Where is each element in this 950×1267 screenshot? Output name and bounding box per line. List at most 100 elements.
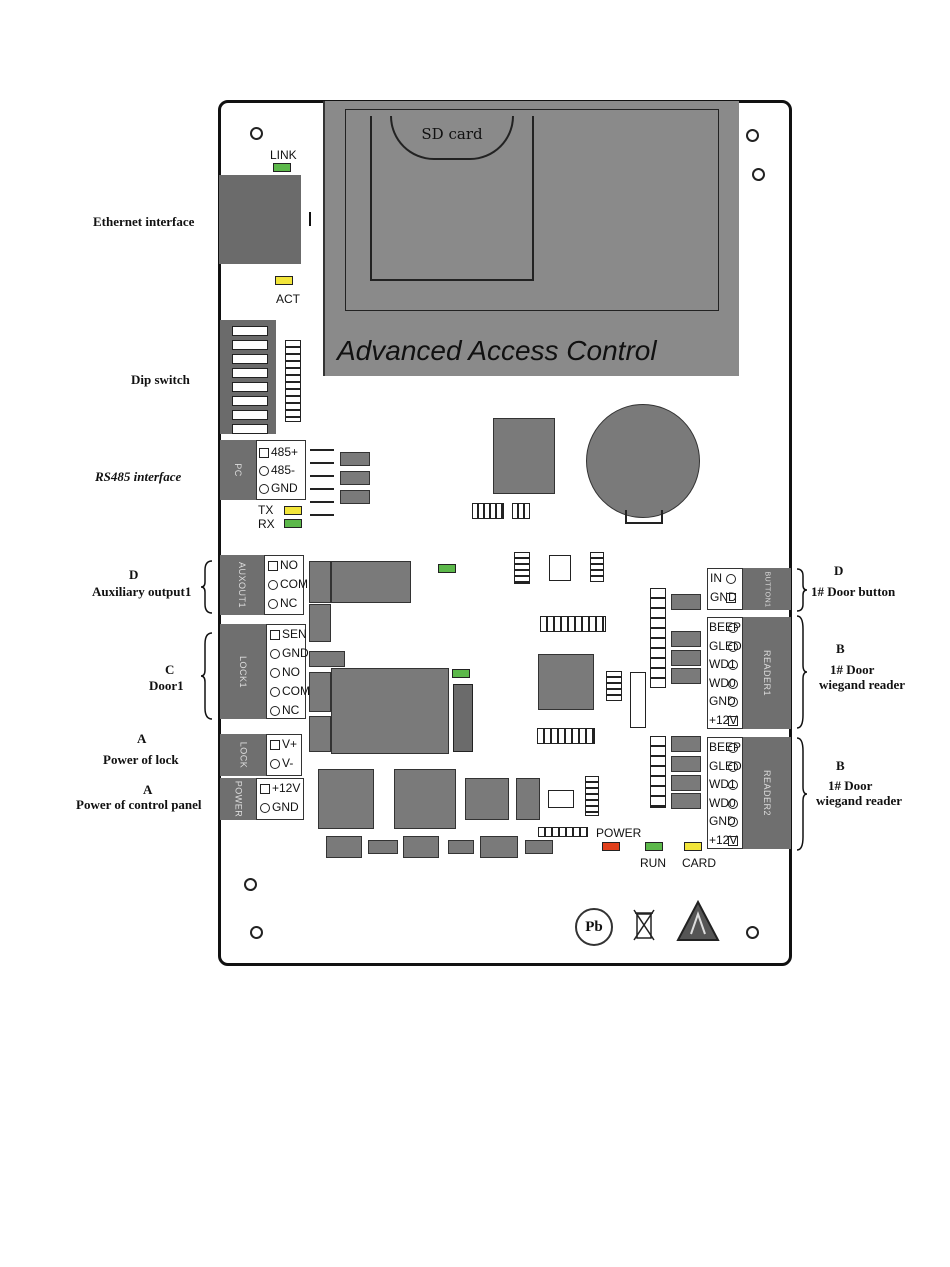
bottom-chip bbox=[525, 840, 553, 854]
mcu-chip bbox=[538, 654, 594, 710]
ethernet-tab bbox=[309, 212, 311, 226]
aux-pin-1: NO bbox=[280, 558, 298, 572]
lock1-pin-2: GND bbox=[282, 646, 309, 660]
lock1-plug: LOCK1 bbox=[220, 624, 266, 719]
sd-card-module: SD card Advanced Access Control bbox=[323, 101, 739, 376]
resistor-array bbox=[590, 552, 604, 582]
run-led-label: RUN bbox=[640, 856, 666, 870]
reader-chip bbox=[671, 775, 701, 791]
resistor-array bbox=[585, 776, 599, 816]
aux-relay bbox=[331, 561, 411, 603]
lead-free-label: Pb bbox=[585, 918, 603, 935]
reader-chip bbox=[671, 793, 701, 809]
reader2-terminal: BEEP GLED WD1 WD0 GND +12V bbox=[707, 737, 743, 849]
lock1-terminal: SEN GND NO COM NC bbox=[266, 624, 310, 719]
weee-bin-icon bbox=[633, 909, 655, 941]
bottom-chip bbox=[403, 836, 439, 858]
resistor-array bbox=[285, 340, 301, 422]
link-label: LINK bbox=[270, 148, 297, 162]
pc-pin-2: 485- bbox=[271, 463, 296, 477]
lock-pin-1: V+ bbox=[282, 737, 298, 751]
relay-block bbox=[309, 561, 331, 603]
lock-relay bbox=[331, 668, 449, 754]
dip-switch[interactable] bbox=[220, 320, 276, 434]
reader1-brace-icon bbox=[796, 615, 808, 729]
bottom-chip bbox=[448, 840, 474, 854]
resistor-array bbox=[650, 588, 666, 688]
aux-pin-3: NC bbox=[280, 596, 298, 610]
lock-led-icon bbox=[452, 669, 470, 678]
aux-callout: Auxiliary output1 bbox=[92, 584, 192, 599]
pc-pin-1: 485+ bbox=[271, 445, 299, 459]
reader-chip bbox=[671, 594, 701, 610]
bottom-chip bbox=[326, 836, 362, 858]
reader2-letter: B bbox=[836, 758, 845, 773]
lock-plug: LOCK bbox=[220, 734, 266, 776]
resistor-array bbox=[472, 503, 504, 519]
aux-terminal: NO COM NC bbox=[264, 555, 308, 615]
lock1-pin-5: NC bbox=[282, 703, 300, 717]
power-chip bbox=[516, 778, 540, 820]
aux-letter: D bbox=[129, 567, 139, 582]
rs485-chip bbox=[340, 490, 370, 504]
reader1-terminal: BEEP GLED WD1 WD0 GND +12V bbox=[707, 617, 743, 729]
reader-chip bbox=[671, 756, 701, 772]
lock1-pin-3: NO bbox=[282, 665, 300, 679]
lock1-pin-1: SEN bbox=[282, 627, 307, 641]
reader1-plug: READER1 bbox=[743, 617, 791, 729]
door-letter: C bbox=[165, 662, 175, 677]
capacitor-array bbox=[310, 438, 334, 516]
button-brace-icon bbox=[796, 568, 808, 612]
button-callout: 1# Door button bbox=[811, 584, 896, 599]
power-led-label: POWER bbox=[596, 826, 642, 840]
main-chip bbox=[493, 418, 555, 494]
esd-warning-icon bbox=[676, 900, 720, 941]
relay-block bbox=[309, 716, 331, 752]
link-led-icon bbox=[273, 163, 291, 172]
pc-pin-3: GND bbox=[271, 481, 298, 495]
resistor-array bbox=[537, 728, 595, 744]
button-plug: BUTTON1 bbox=[743, 568, 791, 610]
sd-card-frame bbox=[345, 109, 719, 311]
dip-callout: Dip switch bbox=[131, 372, 190, 387]
pc-plug: PC bbox=[220, 440, 256, 500]
fuse bbox=[453, 684, 473, 752]
crystal bbox=[549, 555, 571, 581]
reader-chip bbox=[671, 668, 701, 684]
door-callout: Door1 bbox=[149, 678, 184, 693]
reader1-callout-1: 1# Door bbox=[830, 662, 875, 677]
relay-block bbox=[309, 604, 331, 642]
card-led-label: CARD bbox=[682, 856, 717, 870]
aux-plug: AUXOUT1 bbox=[220, 555, 264, 615]
resistor-array bbox=[540, 616, 606, 632]
button-pin-1: IN bbox=[710, 571, 722, 585]
diode bbox=[548, 790, 574, 808]
reader2-callout-1: 1# Door bbox=[828, 778, 873, 793]
tx-led-icon bbox=[284, 506, 302, 515]
reader-chip bbox=[671, 736, 701, 752]
power-chip bbox=[318, 769, 374, 829]
card-led-icon bbox=[684, 842, 702, 851]
aux-led-icon bbox=[438, 564, 456, 573]
lock-terminal: V+ V- bbox=[266, 734, 302, 776]
power-led-icon bbox=[602, 842, 620, 851]
reader-chip bbox=[671, 650, 701, 666]
button-terminal: IN GND bbox=[707, 568, 743, 610]
lock-pin-2: V- bbox=[282, 756, 294, 770]
reader2-plug: READER2 bbox=[743, 737, 791, 849]
resistor-array bbox=[538, 827, 588, 837]
lead-free-icon: Pb bbox=[575, 908, 613, 946]
door-brace-icon bbox=[200, 632, 213, 720]
lockpower-callout: Power of lock bbox=[103, 752, 179, 767]
lock1-pin-4: COM bbox=[282, 684, 310, 698]
mount-hole-icon bbox=[250, 926, 263, 939]
board-title: Advanced Access Control bbox=[337, 335, 657, 366]
reader2-brace-icon bbox=[796, 737, 808, 851]
mount-hole-icon bbox=[746, 129, 759, 142]
relay-block bbox=[309, 672, 331, 712]
reader-chip bbox=[671, 631, 701, 647]
pc-terminal: 485+ 485- GND bbox=[256, 440, 306, 500]
resistor-array bbox=[512, 503, 530, 519]
aux-pin-2: COM bbox=[280, 577, 308, 591]
power-pin-1: +12V bbox=[272, 781, 301, 795]
